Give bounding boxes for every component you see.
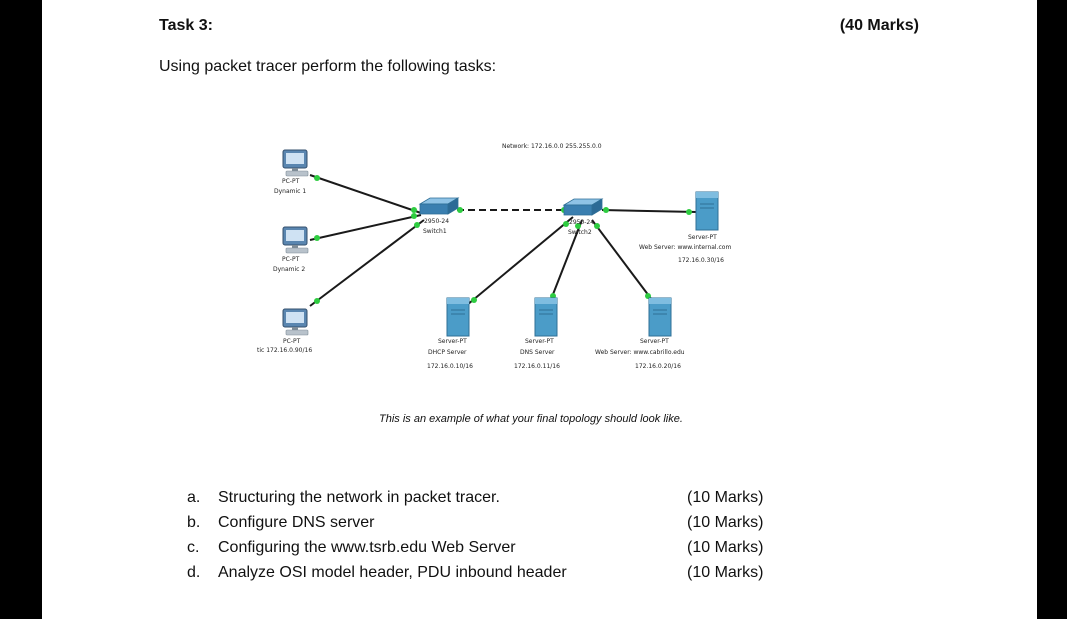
port-dot — [563, 221, 569, 227]
pc-type-label: PC-PT — [282, 256, 300, 263]
port-dot — [471, 297, 477, 303]
switch-icon — [419, 197, 459, 215]
task-total-marks: (40 Marks) — [839, 17, 919, 34]
pc-type-label: PC-PT — [283, 338, 301, 345]
link-switch2-dhcp — [466, 216, 574, 306]
pc-tic[interactable]: PC-PT tic 172.16.0.90/16 — [257, 308, 312, 354]
server-role-label: DNS Server — [520, 349, 555, 356]
server-role-label: Web Server: www.cabrillo.edu — [595, 349, 685, 356]
server-web-internal[interactable]: Server-PT Web Server: www.internal.com 1… — [639, 191, 731, 264]
server-ip-label: 172.16.0.30/16 — [678, 257, 724, 264]
link-pc3-switch1 — [309, 219, 425, 307]
task-marks: (10 Marks) — [687, 564, 764, 581]
task-list: a. Structuring the network in packet tra… — [187, 489, 772, 589]
intro-text: Using packet tracer perform the followin… — [159, 58, 497, 75]
pc-icon — [282, 149, 309, 177]
task-letter: a. — [187, 489, 201, 506]
pc-name-label: Dynamic 1 — [274, 188, 306, 195]
port-dot — [411, 213, 417, 219]
link-pc2-switch1 — [309, 214, 422, 241]
links — [309, 174, 698, 307]
switch1[interactable]: 2950-24 Switch1 — [419, 197, 459, 235]
port-dot — [686, 209, 692, 215]
switch2[interactable]: 2950-24 Switch2 — [563, 198, 603, 236]
port-dot — [457, 207, 463, 213]
switch-model-label: 2950-24 — [424, 218, 449, 225]
task-item: c. Configuring the www.tsrb.edu Web Serv… — [187, 539, 772, 564]
server-icon — [695, 191, 719, 231]
server-icon — [534, 297, 558, 337]
network-topology-diagram: Network: 172.16.0.0 255.255.0.0 PC-PT Dy… — [257, 143, 731, 370]
port-indicators — [314, 175, 692, 304]
task-item: b. Configure DNS server (10 Marks) — [187, 514, 772, 539]
server-ip-label: 172.16.0.10/16 — [427, 363, 473, 370]
port-dot — [314, 175, 320, 181]
task-text: Analyze OSI model header, PDU inbound he… — [218, 564, 567, 581]
port-dot — [575, 223, 581, 229]
pc-type-label: PC-PT — [282, 178, 300, 185]
server-icon — [648, 297, 672, 337]
server-dhcp[interactable]: Server-PT DHCP Server 172.16.0.10/16 — [427, 297, 473, 370]
server-web-cabrillo[interactable]: Server-PT Web Server: www.cabrillo.edu 1… — [595, 297, 685, 370]
task-text: Configuring the www.tsrb.edu Web Server — [218, 539, 516, 556]
task-text: Configure DNS server — [218, 514, 375, 531]
port-dot — [314, 298, 320, 304]
pc-name-label: Dynamic 2 — [273, 266, 305, 273]
task-letter: c. — [187, 539, 200, 556]
link-pc1-switch1 — [309, 174, 422, 214]
port-dot — [314, 235, 320, 241]
pc-dynamic-2[interactable]: PC-PT Dynamic 2 — [273, 226, 309, 273]
task-marks: (10 Marks) — [687, 514, 764, 531]
diagram-caption: This is an example of what your final to… — [379, 413, 683, 425]
task-marks: (10 Marks) — [687, 539, 764, 556]
port-dot — [414, 222, 420, 228]
pc-dynamic-1[interactable]: PC-PT Dynamic 1 — [274, 149, 309, 195]
document-page: Task 3: (40 Marks) Using packet tracer p… — [42, 0, 1037, 619]
pc-name-label: tic 172.16.0.90/16 — [257, 347, 312, 354]
switch-icon — [563, 198, 603, 216]
task-title: Task 3: — [159, 17, 213, 34]
server-role-label: DHCP Server — [428, 349, 467, 356]
server-type-label: Server-PT — [525, 338, 554, 345]
link-switch2-web-cabrillo — [591, 219, 653, 301]
switch-name-label: Switch2 — [568, 229, 592, 236]
network-label: Network: 172.16.0.0 255.255.0.0 — [502, 143, 602, 150]
port-dot — [603, 207, 609, 213]
switch-model-label: 2950-24 — [569, 219, 594, 226]
link-switch2-dns — [549, 219, 583, 303]
port-dot — [411, 207, 417, 213]
task-marks: (10 Marks) — [687, 489, 764, 506]
server-type-label: Server-PT — [688, 234, 717, 241]
server-ip-label: 172.16.0.20/16 — [635, 363, 681, 370]
server-dns[interactable]: Server-PT DNS Server 172.16.0.11/16 — [514, 297, 560, 370]
server-type-label: Server-PT — [640, 338, 669, 345]
pc-icon — [282, 308, 309, 336]
server-type-label: Server-PT — [438, 338, 467, 345]
task-letter: b. — [187, 514, 201, 531]
task-text: Structuring the network in packet tracer… — [218, 489, 500, 506]
pc-icon — [282, 226, 309, 254]
switch-name-label: Switch1 — [423, 228, 447, 235]
port-dot — [594, 223, 600, 229]
server-ip-label: 172.16.0.11/16 — [514, 363, 560, 370]
link-switch2-web-internal — [601, 209, 698, 213]
server-icon — [446, 297, 470, 337]
task-item: a. Structuring the network in packet tra… — [187, 489, 772, 514]
task-item: d. Analyze OSI model header, PDU inbound… — [187, 564, 772, 589]
server-role-label: Web Server: www.internal.com — [639, 244, 731, 251]
task-letter: d. — [187, 564, 201, 581]
